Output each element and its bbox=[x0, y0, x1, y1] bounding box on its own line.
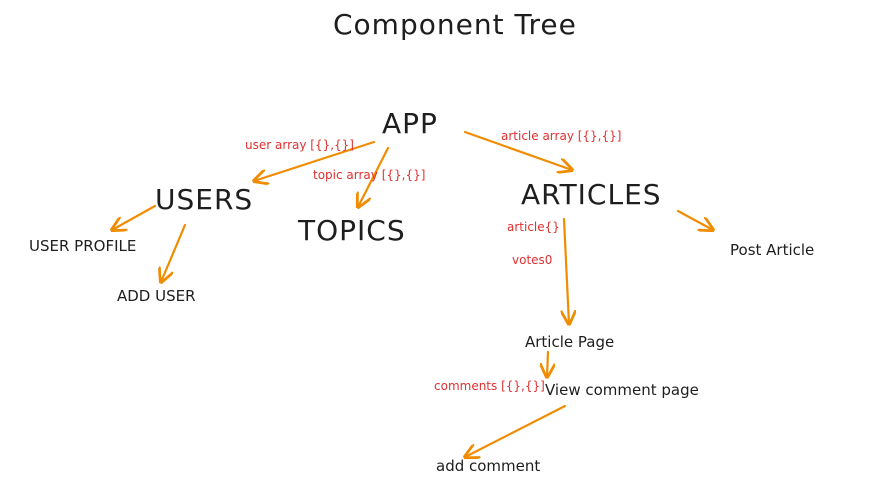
node-user-profile: USER PROFILE bbox=[29, 237, 137, 255]
arrow-users-userprofile bbox=[112, 204, 157, 230]
edge-label-article-object: article{} bbox=[507, 220, 560, 234]
arrow-app-articles bbox=[463, 130, 572, 170]
arrow-articlepage-viewcomment bbox=[547, 350, 548, 377]
node-view-comment-page: View comment page bbox=[545, 381, 699, 399]
node-article-page: Article Page bbox=[525, 333, 615, 351]
node-app: APP bbox=[382, 107, 438, 140]
diagram-title: Component Tree bbox=[333, 8, 577, 41]
arrow-app-users bbox=[254, 140, 376, 181]
node-topics: TOPICS bbox=[298, 214, 406, 247]
edge-label-comments: comments [{},{}] bbox=[434, 379, 545, 393]
arrow-viewcomment-addcomment bbox=[465, 404, 567, 457]
node-articles: ARTICLES bbox=[521, 178, 662, 211]
node-post-article: Post Article bbox=[730, 241, 815, 259]
edge-label-user-array: user array [{},{}] bbox=[245, 138, 354, 152]
edge-label-votes: votes0 bbox=[512, 253, 553, 267]
node-add-user: ADD USER bbox=[117, 287, 196, 305]
arrow-articles-postarticle bbox=[676, 209, 713, 230]
arrow-users-adduser bbox=[161, 223, 187, 282]
edge-label-article-array: article array [{},{}] bbox=[501, 129, 622, 143]
arrow-articles-articlepage bbox=[564, 217, 569, 324]
node-add-comment: add comment bbox=[436, 457, 541, 475]
edge-label-topic-array: topic array [{},{}] bbox=[313, 168, 426, 182]
node-users: USERS bbox=[155, 183, 254, 216]
arrow-app-topics bbox=[358, 146, 390, 207]
